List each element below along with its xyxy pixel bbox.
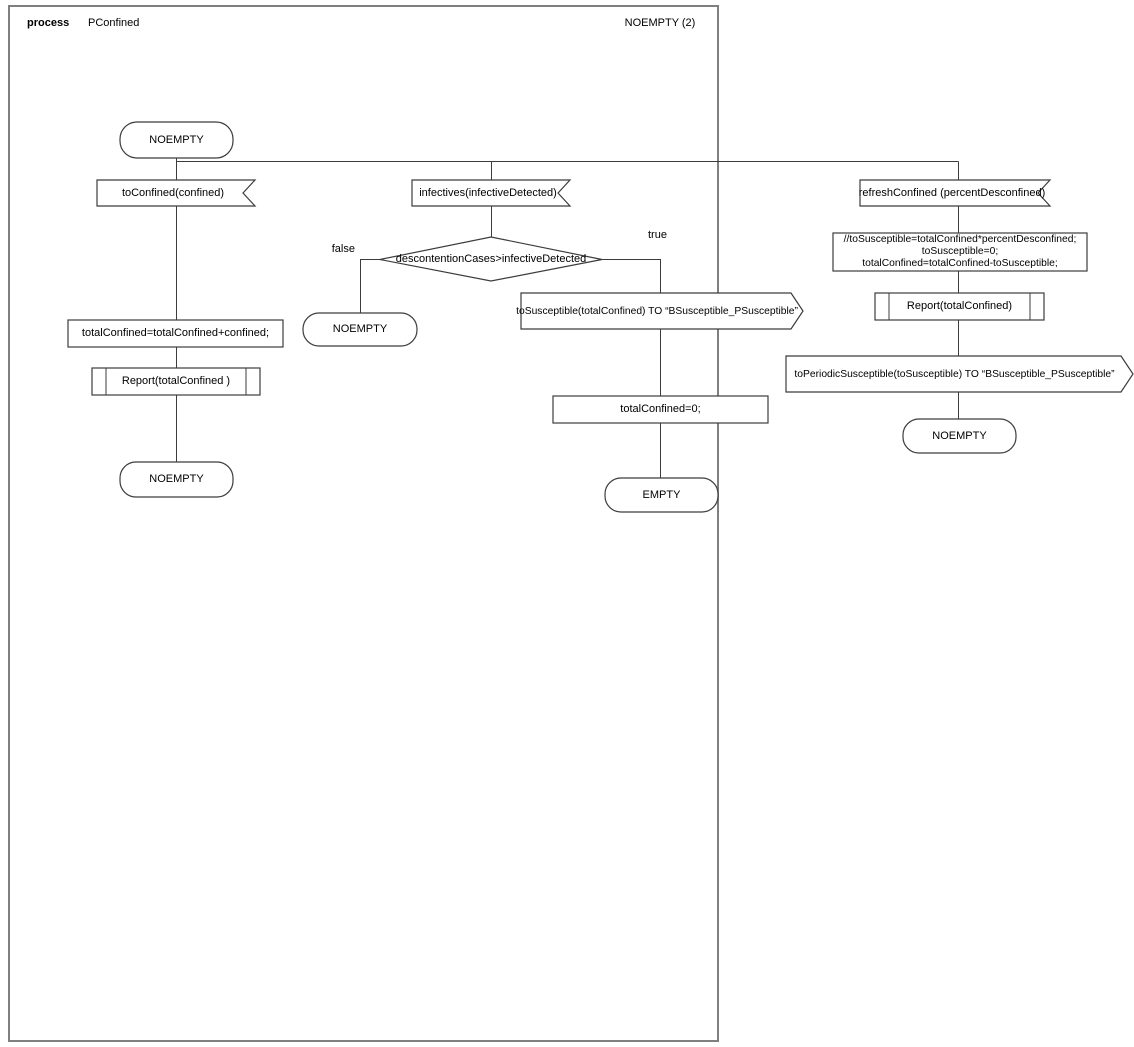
state-start-noempty[interactable] [119,121,234,159]
input-toconfined-label: toConfined(confined) [121,186,225,199]
task-compute-susceptible-label: //toSusceptible=totalConfined*percentDes… [833,233,1087,271]
task-compute-line-1: //toSusceptible=totalConfined*percentDes… [843,234,1077,245]
output-toperiodicsusceptible[interactable] [785,355,1134,393]
task-compute-line-2: toSusceptible=0; [921,246,999,257]
procedure-report-right-label: Report(totalConfined) [906,300,1013,312]
connector-false-branch [360,259,380,313]
input-toconfined[interactable] [96,179,257,207]
connector-state-to-inputs [176,158,959,180]
input-infectives[interactable] [411,179,572,207]
input-refreshconfined[interactable] [859,179,1052,207]
page-label: NOEMPTY (2) [624,17,696,29]
task-add-confined[interactable] [67,319,284,348]
state-start-label: NOEMPTY [149,133,204,146]
output-toperiodicsusceptible-label: toPeriodicSusceptible(toSusceptible) TO … [794,368,1115,380]
procedure-report-left[interactable] [91,367,261,396]
task-compute-line-3: totalConfined=totalConfined-toSusceptibl… [862,258,1058,269]
decision-label: descontentionCases>infectiveDetected [395,252,587,265]
decision-descontention[interactable] [379,236,603,282]
state-false-noempty[interactable] [302,312,418,347]
state-false-label: NOEMPTY [332,323,388,335]
procedure-report-left-label: Report(totalConfined ) [121,375,231,387]
state-right-label: NOEMPTY [932,429,987,442]
output-tosusceptible[interactable] [520,292,804,330]
state-left-noempty[interactable] [119,461,234,498]
state-right-noempty[interactable] [902,418,1017,454]
connector-true-branch [602,259,661,478]
task-reset-totalconfined[interactable] [552,395,769,424]
output-tosusceptible-label: toSusceptible(totalConfined) TO “BSuscep… [516,305,798,317]
state-left-label: NOEMPTY [149,473,204,485]
input-infectives-label: infectives(infectiveDetected) [419,186,557,199]
state-empty-label: EMPTY [642,488,681,501]
decision-false-label: false [331,243,355,255]
task-compute-susceptible[interactable] [832,232,1088,272]
process-frame [8,5,719,1042]
state-empty[interactable] [604,477,719,513]
task-add-confined-label: totalConfined=totalConfined+confined; [81,327,270,339]
procedure-side-bars [105,293,1031,395]
process-name: PConfined [88,17,140,29]
connector-lines [176,158,959,478]
task-reset-label: totalConfined=0; [620,403,701,415]
decision-true-label: true [648,229,667,241]
input-refreshconfined-label: refreshConfined (percentDesconfined) [858,186,1046,199]
process-kind-label: process [27,17,70,29]
procedure-report-right[interactable] [874,292,1045,321]
